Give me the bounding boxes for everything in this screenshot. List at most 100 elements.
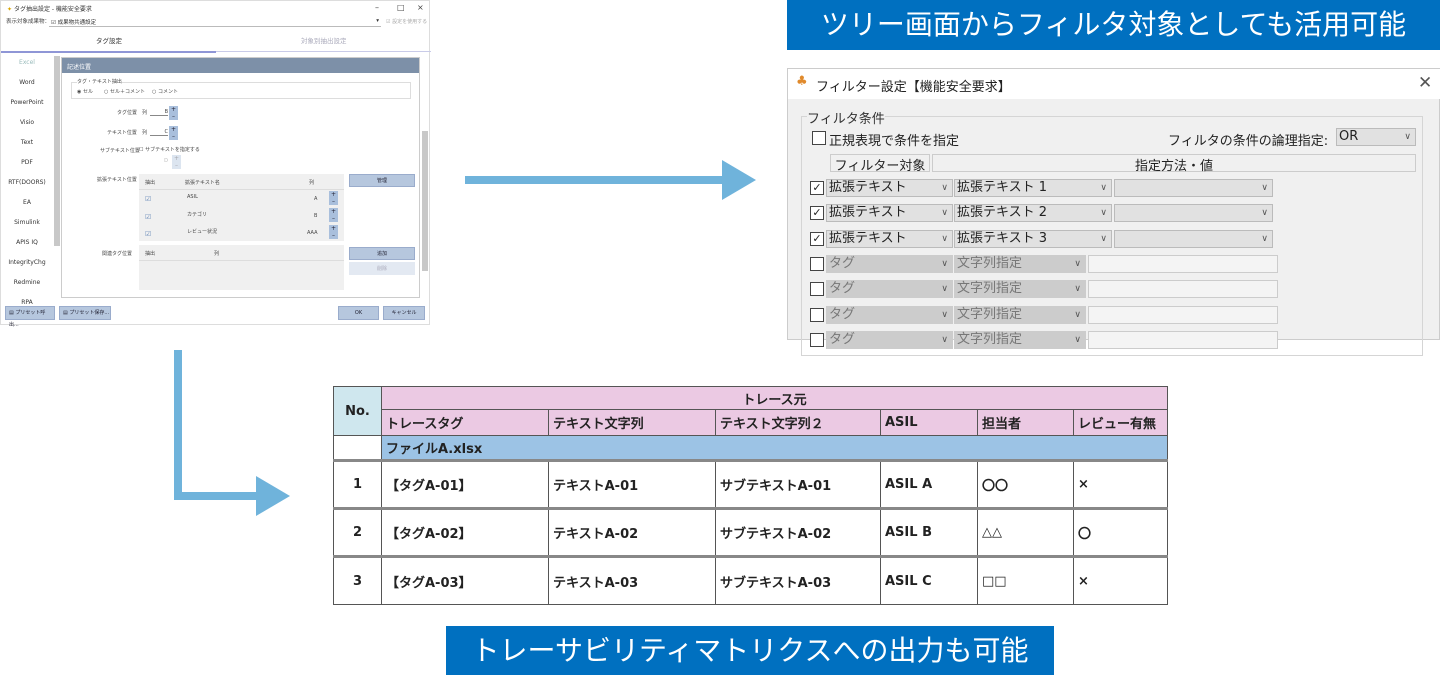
filter-target-select[interactable]: タグ∨ — [826, 330, 953, 349]
filter-value-select[interactable]: ∨ — [1114, 179, 1273, 197]
filter-row-checkbox[interactable] — [810, 332, 824, 347]
sidebar-item-excel[interactable]: Excel — [19, 59, 35, 66]
sidebar-item-word[interactable]: Word — [19, 79, 35, 86]
filter-method-select[interactable]: 拡張テキスト 2∨ — [954, 204, 1112, 223]
matrix-cell: ASIL C — [880, 556, 978, 605]
sidebar-item-rtf[interactable]: RTF(DOORS) — [8, 179, 46, 186]
radio-cell-comment[interactable]: ○ セル＋コメント — [104, 89, 145, 95]
filter-row-checkbox[interactable] — [810, 282, 824, 297]
filter-method-select[interactable]: 文字列指定∨ — [954, 330, 1086, 349]
ext-row-col[interactable]: B — [314, 213, 318, 219]
regex-checkbox[interactable] — [812, 131, 826, 145]
radio-cell[interactable]: ◉ セル — [77, 89, 93, 95]
arrow-right-head — [722, 160, 756, 200]
subtext-checkbox[interactable]: ☐ サブテキストを指定する — [139, 147, 200, 153]
filter-target-select[interactable]: 拡張テキスト∨ — [826, 179, 953, 197]
filter-row-checkbox[interactable] — [810, 307, 824, 322]
minimize-button[interactable]: – — [375, 3, 379, 12]
ext-row-stepper[interactable]: +– — [329, 208, 338, 222]
tab-tag-settings[interactable]: タグ設定 — [96, 37, 122, 45]
maximize-button[interactable]: □ — [397, 3, 405, 12]
preset-save-button[interactable]: ▤ プリセット保存... — [59, 306, 111, 320]
filter-method-select[interactable]: 文字列指定∨ — [954, 254, 1086, 273]
sidebar-item-apis-iq[interactable]: APIS IQ — [16, 239, 38, 246]
radio-comment[interactable]: ○ コメント — [152, 89, 178, 95]
ext-row-name: レビュー状況 — [187, 229, 218, 235]
close-button[interactable]: × — [417, 3, 424, 12]
cancel-button[interactable]: キャンセル — [383, 306, 425, 320]
filter-row-checkbox[interactable]: ✓ — [810, 231, 824, 246]
regex-label: 正規表現で条件を指定 — [829, 134, 960, 149]
filter-method-select[interactable]: 拡張テキスト 1∨ — [954, 179, 1112, 197]
col-header-target: フィルター対象 — [830, 154, 930, 174]
sidebar-item-ea[interactable]: EA — [23, 199, 31, 206]
matrix-cell: 2 — [333, 508, 382, 557]
filter-value-select[interactable]: ∨ — [1114, 204, 1273, 223]
matrix-cell: サブテキストA-02 — [715, 508, 881, 557]
ok-button[interactable]: OK — [338, 306, 379, 320]
target-select[interactable]: ☑ 成果物共通設定▾ — [49, 18, 381, 27]
sub-col-input[interactable]: D — [164, 158, 168, 164]
col-header: 担当者 — [977, 409, 1074, 436]
filter-value-input[interactable] — [1088, 254, 1278, 273]
filter-condition-group — [801, 116, 1423, 356]
tab-target-settings[interactable]: 対象別抽出設定 — [301, 37, 347, 45]
filter-method-select[interactable]: 拡張テキスト 3∨ — [954, 229, 1112, 248]
sidebar-item-redmine[interactable]: Redmine — [13, 279, 41, 286]
filter-value-input[interactable] — [1088, 280, 1278, 299]
matrix-cell: テキストA-02 — [548, 508, 716, 557]
delete-button[interactable]: 削除 — [349, 262, 415, 275]
ext-row-name: ASIL — [187, 194, 198, 200]
filter-target-select[interactable]: タグ∨ — [826, 254, 953, 273]
ext-row-stepper[interactable]: +– — [329, 191, 338, 205]
sub-col-stepper[interactable]: +– — [172, 155, 181, 169]
filter-value-input[interactable] — [1088, 330, 1278, 349]
ext-row-col[interactable]: A — [314, 196, 318, 202]
close-icon[interactable]: ✕ — [1418, 73, 1433, 93]
tag-col-input[interactable]: B — [150, 109, 168, 116]
ext-row-checkbox[interactable]: ☑ — [145, 213, 152, 221]
tag-col-stepper[interactable]: +– — [169, 106, 178, 120]
filter-value-input[interactable] — [1088, 305, 1278, 324]
matrix-cell: 【タグA-03】 — [381, 556, 549, 605]
preset-icon: ▤ — [9, 310, 14, 316]
matrix-cell: 〇 — [1073, 508, 1168, 557]
filter-method-select[interactable]: 文字列指定∨ — [954, 280, 1086, 299]
sidebar-item-powerpoint[interactable]: PowerPoint — [10, 99, 44, 106]
sidebar-item-text[interactable]: Text — [20, 139, 34, 146]
manage-button[interactable]: 管理 — [349, 174, 415, 187]
sidebar-scrollbar[interactable] — [54, 56, 60, 246]
ext-row-checkbox[interactable]: ☑ — [145, 230, 152, 238]
panel-scrollbar[interactable] — [422, 131, 428, 271]
filter-row-checkbox[interactable] — [810, 256, 824, 271]
tag-extraction-dialog: ✦ タグ抽出設定 - 機能安全要求 – □ × 表示対象成果物： ☑ 成果物共通… — [0, 0, 431, 328]
logic-select[interactable]: OR∨ — [1336, 128, 1416, 146]
preset-load-button[interactable]: ▤ プリセット呼出... — [5, 306, 55, 328]
sidebar-item-rpa[interactable]: RPA — [21, 299, 33, 304]
sidebar-item-integritychg[interactable]: IntegrityChg — [8, 259, 46, 266]
matrix-cell: 3 — [333, 556, 382, 605]
filter-target-select[interactable]: 拡張テキスト∨ — [826, 229, 953, 248]
ext-text-grid: 抽出 拡張テキスト名 列 ☑ ASIL A +– ☑ カテゴリ B +– ☑ レ… — [139, 174, 344, 241]
filter-value-select[interactable]: ∨ — [1114, 229, 1273, 248]
arrow-right-shaft — [465, 176, 725, 184]
filter-row-checkbox[interactable]: ✓ — [810, 206, 824, 221]
filter-target-select[interactable]: 拡張テキスト∨ — [826, 204, 953, 223]
preset-icon: ▤ — [63, 310, 68, 316]
text-col-stepper[interactable]: +– — [169, 126, 178, 140]
ext-row-checkbox[interactable]: ☑ — [145, 195, 152, 203]
ext-row-name: カテゴリ — [187, 212, 208, 218]
text-col-input[interactable]: C — [150, 129, 168, 136]
ext-row-col[interactable]: AAA — [307, 230, 318, 236]
filter-target-select[interactable]: タグ∨ — [826, 305, 953, 324]
sidebar-item-visio[interactable]: Visio — [19, 119, 35, 126]
sidebar-item-pdf[interactable]: PDF — [21, 159, 33, 166]
filter-row-checkbox[interactable]: ✓ — [810, 181, 824, 195]
filter-target-select[interactable]: タグ∨ — [826, 280, 953, 299]
target-value: ☑ 成果物共通設定 — [51, 20, 97, 26]
use-setting-checkbox[interactable]: ☑ 設定を使用する — [386, 19, 428, 25]
sidebar-item-simulink[interactable]: Simulink — [14, 219, 40, 226]
filter-method-select[interactable]: 文字列指定∨ — [954, 305, 1086, 324]
ext-row-stepper[interactable]: +– — [329, 225, 338, 239]
add-button[interactable]: 追加 — [349, 247, 415, 260]
